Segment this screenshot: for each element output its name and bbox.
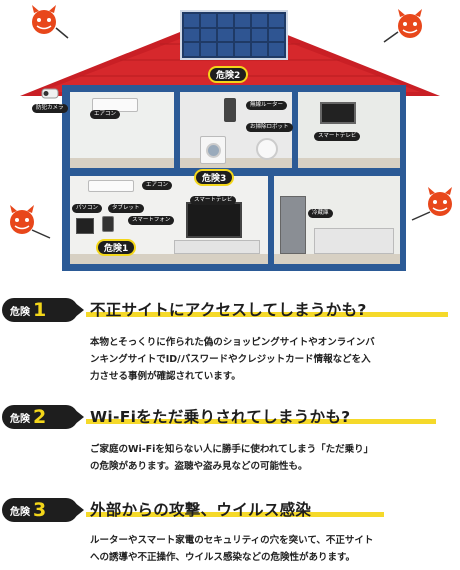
label-smart-tv-1: スマートテレビ: [314, 132, 361, 141]
badge-prefix: 危険: [10, 413, 30, 425]
label-smartphone: スマートフォン: [128, 216, 175, 225]
body-line: 本物とそっくりに作られた偽のショッピングサイトやオンラインバ: [90, 337, 375, 348]
aircon-2: [88, 180, 134, 192]
washing-machine: [200, 136, 226, 164]
body-line: への誘導や不正操作、ウイルス感染などの危険性があります。: [90, 552, 356, 563]
headline-highlight: [86, 312, 448, 317]
smart-tv-2: [186, 202, 242, 238]
label-router: 無線ルーター: [246, 101, 288, 110]
security-camera-icon: [41, 88, 59, 99]
danger-section-1: 危険 1 不正サイトにアクセスしてしまうかも? 本物とそっくりに作られた偽のショ…: [0, 298, 460, 398]
house-illustration: 防犯カメラ エアコン 無線ルーター お掃除ロボット スマートテレビ エアコン パ…: [0, 0, 460, 275]
pc: [76, 218, 94, 234]
section-body: ご家庭のWi-Fiを知らない人に勝手に使われてしまう「ただ乗り」 の危険がありま…: [90, 441, 452, 475]
body-line: の危険があります。盗聴や盗み見などの可能性も。: [90, 461, 308, 472]
label-tablet: タブレット: [108, 204, 144, 213]
danger-badge-1: 危険 1: [2, 298, 78, 322]
label-pc: パソコン: [72, 204, 103, 213]
smart-tv-1: [320, 102, 356, 124]
danger-section-2: 危険 2 Wi-Fiをただ乗りされてしまうかも? ご家庭のWi-Fiを知らない人…: [0, 405, 460, 485]
fridge: [280, 196, 306, 254]
kitchen-counter: [314, 228, 394, 254]
label-aircon-2: エアコン: [142, 181, 173, 190]
headline-highlight: [86, 419, 436, 424]
danger-tag-3: 危険3: [194, 169, 235, 186]
devil-icon-right: [411, 187, 452, 221]
devil-icon-top-left: [32, 5, 69, 39]
room-upper-right: [298, 92, 400, 168]
solar-panel: [180, 10, 288, 60]
danger-section-3: 危険 3 外部からの攻撃、ウイルス感染 ルーターやスマート家電のセキュリティの穴…: [0, 498, 460, 568]
router: [224, 98, 236, 122]
label-security-camera: 防犯カメラ: [32, 104, 68, 113]
headline-highlight: [86, 512, 384, 517]
label-aircon-1: エアコン: [90, 110, 121, 119]
badge-number: 1: [33, 299, 47, 321]
tablet: [102, 216, 114, 232]
room-upper-left: [70, 92, 174, 168]
badge-arrow: [74, 302, 84, 318]
body-line: ンキングサイトでID/パスワードやクレジットカード情報などを入: [90, 354, 371, 365]
label-robot-vacuum: お掃除ロボット: [246, 123, 293, 132]
badge-arrow: [74, 409, 84, 425]
badge-arrow: [74, 502, 84, 518]
danger-tag-1: 危険1: [96, 239, 137, 256]
devil-icon-top-right: [383, 9, 422, 43]
label-fridge: 冷蔵庫: [308, 209, 333, 218]
room-lower-right: [274, 176, 400, 264]
body-line: ルーターやスマート家電のセキュリティの穴を突いて、不正サイト: [90, 535, 374, 546]
danger-badge-3: 危険 3: [2, 498, 78, 522]
section-headline: Wi-Fiをただ乗りされてしまうかも?: [90, 408, 351, 426]
section-headline: 外部からの攻撃、ウイルス感染: [90, 501, 312, 519]
tv-stand: [174, 240, 260, 254]
devil-icon-left: [10, 205, 51, 239]
robot-vacuum: [256, 138, 278, 160]
badge-number: 3: [33, 499, 47, 521]
label-smart-tv-2: スマートテレビ: [190, 196, 237, 205]
section-body: 本物とそっくりに作られた偽のショッピングサイトやオンラインバ ンキングサイトでI…: [90, 334, 452, 385]
body-line: 力させる事例が確認されています。: [90, 371, 241, 382]
danger-tag-2: 危険2: [208, 66, 249, 83]
body-line: ご家庭のWi-Fiを知らない人に勝手に使われてしまう「ただ乗り」: [90, 444, 374, 455]
section-headline: 不正サイトにアクセスしてしまうかも?: [90, 301, 367, 319]
section-body: ルーターやスマート家電のセキュリティの穴を突いて、不正サイト への誘導や不正操作…: [90, 532, 452, 566]
badge-prefix: 危険: [10, 506, 30, 518]
danger-badge-2: 危険 2: [2, 405, 78, 429]
badge-number: 2: [33, 406, 47, 428]
badge-prefix: 危険: [10, 306, 30, 318]
